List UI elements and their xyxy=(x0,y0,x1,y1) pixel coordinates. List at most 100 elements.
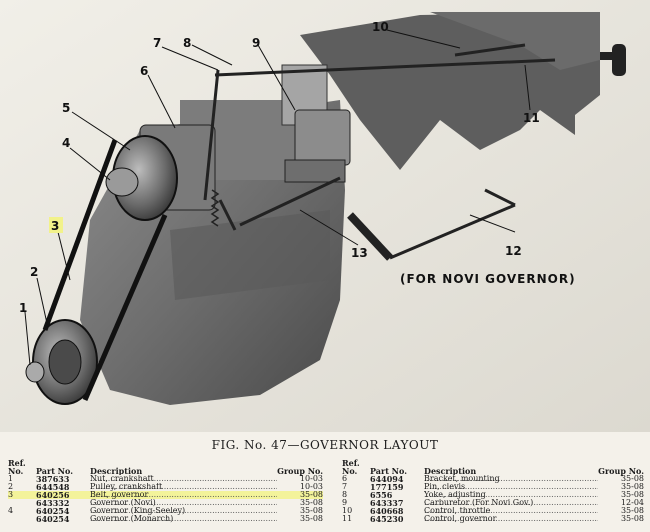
table-row: 10 640668................................… xyxy=(342,507,644,515)
part-no: 640668 xyxy=(370,507,404,515)
part-no: 640256 xyxy=(36,491,70,499)
figure-caption: FIG. No. 47—GOVERNOR LAYOUT xyxy=(211,438,439,452)
table-row: 9 643337.................................… xyxy=(342,499,644,507)
callout-10: 10 xyxy=(372,20,389,34)
group-no: 35-08 xyxy=(299,491,323,499)
part-no: 640254 xyxy=(36,515,70,523)
governor-layout-illustration: 1 2 3 4 5 6 7 8 9 10 11 12 13 (FOR NOVI … xyxy=(0,0,650,432)
part-description: ........................................… xyxy=(424,515,598,523)
part-no: 6556 xyxy=(370,491,393,499)
group-no: 35-08 xyxy=(620,507,644,515)
ref-no-header: Ref. No. xyxy=(342,458,360,476)
group-no-header: Group No. xyxy=(598,465,644,476)
table-row: 8 6556...................................… xyxy=(342,491,644,499)
parts-rows-right: 6 644094.................................… xyxy=(342,475,644,523)
part-description: ........................................… xyxy=(90,491,277,499)
part-description: ........................................… xyxy=(424,507,598,515)
callout-9: 9 xyxy=(252,36,260,50)
callout-12: 12 xyxy=(505,244,522,258)
parts-rows-left: 1 387633.................................… xyxy=(8,475,323,523)
part-no: 643337 xyxy=(370,499,404,507)
group-no: 10-03 xyxy=(299,475,323,483)
part-description: ........................................… xyxy=(424,475,598,483)
ref-no: 2 xyxy=(8,483,14,491)
part-no: 645230 xyxy=(370,515,404,523)
ref-no: 10 xyxy=(342,507,353,515)
ref-no xyxy=(8,515,36,523)
ref-no: 7 xyxy=(342,483,348,491)
linkage-rods xyxy=(203,43,556,231)
ref-no: 6 xyxy=(342,475,348,483)
ref-no xyxy=(8,499,36,507)
part-no: 640254 xyxy=(36,507,70,515)
group-no: 35-08 xyxy=(299,499,323,507)
governor-unit xyxy=(105,124,216,221)
table-row: 3 640256.................................… xyxy=(8,491,323,499)
group-no: 10-03 xyxy=(299,483,323,491)
governor-spring xyxy=(210,189,220,227)
callout-3: 3 xyxy=(51,219,59,233)
ref-no: 4 xyxy=(8,507,14,515)
part-no: 643332 xyxy=(36,499,70,507)
part-description: ........................................… xyxy=(424,491,598,499)
callout-13: 13 xyxy=(351,246,368,260)
firewall-panel xyxy=(300,12,600,170)
group-no: 35-08 xyxy=(299,515,323,523)
ref-no: 1 xyxy=(8,475,14,483)
novi-governor-label: (FOR NOVI GOVERNOR) xyxy=(400,272,576,286)
description-header: Description xyxy=(90,466,143,475)
group-no: 35-08 xyxy=(620,475,644,483)
group-no: 35-08 xyxy=(620,491,644,499)
table-row: 6 644094.................................… xyxy=(342,475,644,483)
callout-6: 6 xyxy=(140,64,148,78)
part-description: ........................................… xyxy=(90,483,277,491)
part-no: 387633 xyxy=(36,475,70,483)
callout-3-highlight xyxy=(49,217,63,233)
parts-table-right: Ref. No. Part No. Description Group No. … xyxy=(342,458,644,523)
part-description: ........................................… xyxy=(90,515,277,523)
callout-8: 8 xyxy=(183,36,191,50)
table-row: 640254..................................… xyxy=(8,515,323,523)
part-no: 644548 xyxy=(36,483,70,491)
part-description: ........................................… xyxy=(424,499,598,507)
callout-labels: 1 2 3 4 5 6 7 8 9 10 11 12 13 xyxy=(19,20,540,315)
callout-2: 2 xyxy=(30,265,38,279)
novi-governor-rod xyxy=(347,188,516,261)
part-description: ........................................… xyxy=(424,483,598,491)
crankshaft-pulley xyxy=(25,319,98,405)
ref-no: 9 xyxy=(342,499,348,507)
part-description: ........................................… xyxy=(90,499,277,507)
ref-no: 3 xyxy=(8,491,14,499)
carburetor xyxy=(281,64,351,183)
parts-table-left: Ref. No. Part No. Description Group No. … xyxy=(8,458,323,523)
governor-belt xyxy=(42,139,168,401)
part-no-header: Part No. xyxy=(370,465,407,476)
part-description: ........................................… xyxy=(90,507,277,515)
callout-5: 5 xyxy=(62,101,70,115)
part-description: ........................................… xyxy=(90,475,277,483)
group-no: 35-08 xyxy=(299,507,323,515)
callout-1: 1 xyxy=(19,301,27,315)
description-header: Description xyxy=(424,466,477,475)
part-no: 177159 xyxy=(370,483,404,491)
part-no: 644094 xyxy=(370,475,404,483)
group-no-header: Group No. xyxy=(277,465,323,476)
parts-table-header: Ref. No. Part No. Description Group No. xyxy=(342,458,644,475)
table-row: 7 177159.................................… xyxy=(342,483,644,491)
ref-no-header: Ref. No. xyxy=(8,458,26,476)
group-no: 35-08 xyxy=(620,483,644,491)
leader-lines xyxy=(24,29,531,366)
callout-11: 11 xyxy=(523,111,540,125)
callout-7: 7 xyxy=(153,36,161,50)
group-no: 12-04 xyxy=(620,499,644,507)
part-no-header: Part No. xyxy=(36,465,73,476)
parts-table-header: Ref. No. Part No. Description Group No. xyxy=(8,458,323,475)
throttle-knob xyxy=(600,44,626,76)
ref-no: 8 xyxy=(342,491,348,499)
table-row: 643332..................................… xyxy=(8,499,323,507)
callout-4: 4 xyxy=(62,136,70,150)
table-row: 4 640254.................................… xyxy=(8,507,323,515)
group-no: 35-08 xyxy=(620,515,644,523)
table-row: 2 644548.................................… xyxy=(8,483,323,491)
